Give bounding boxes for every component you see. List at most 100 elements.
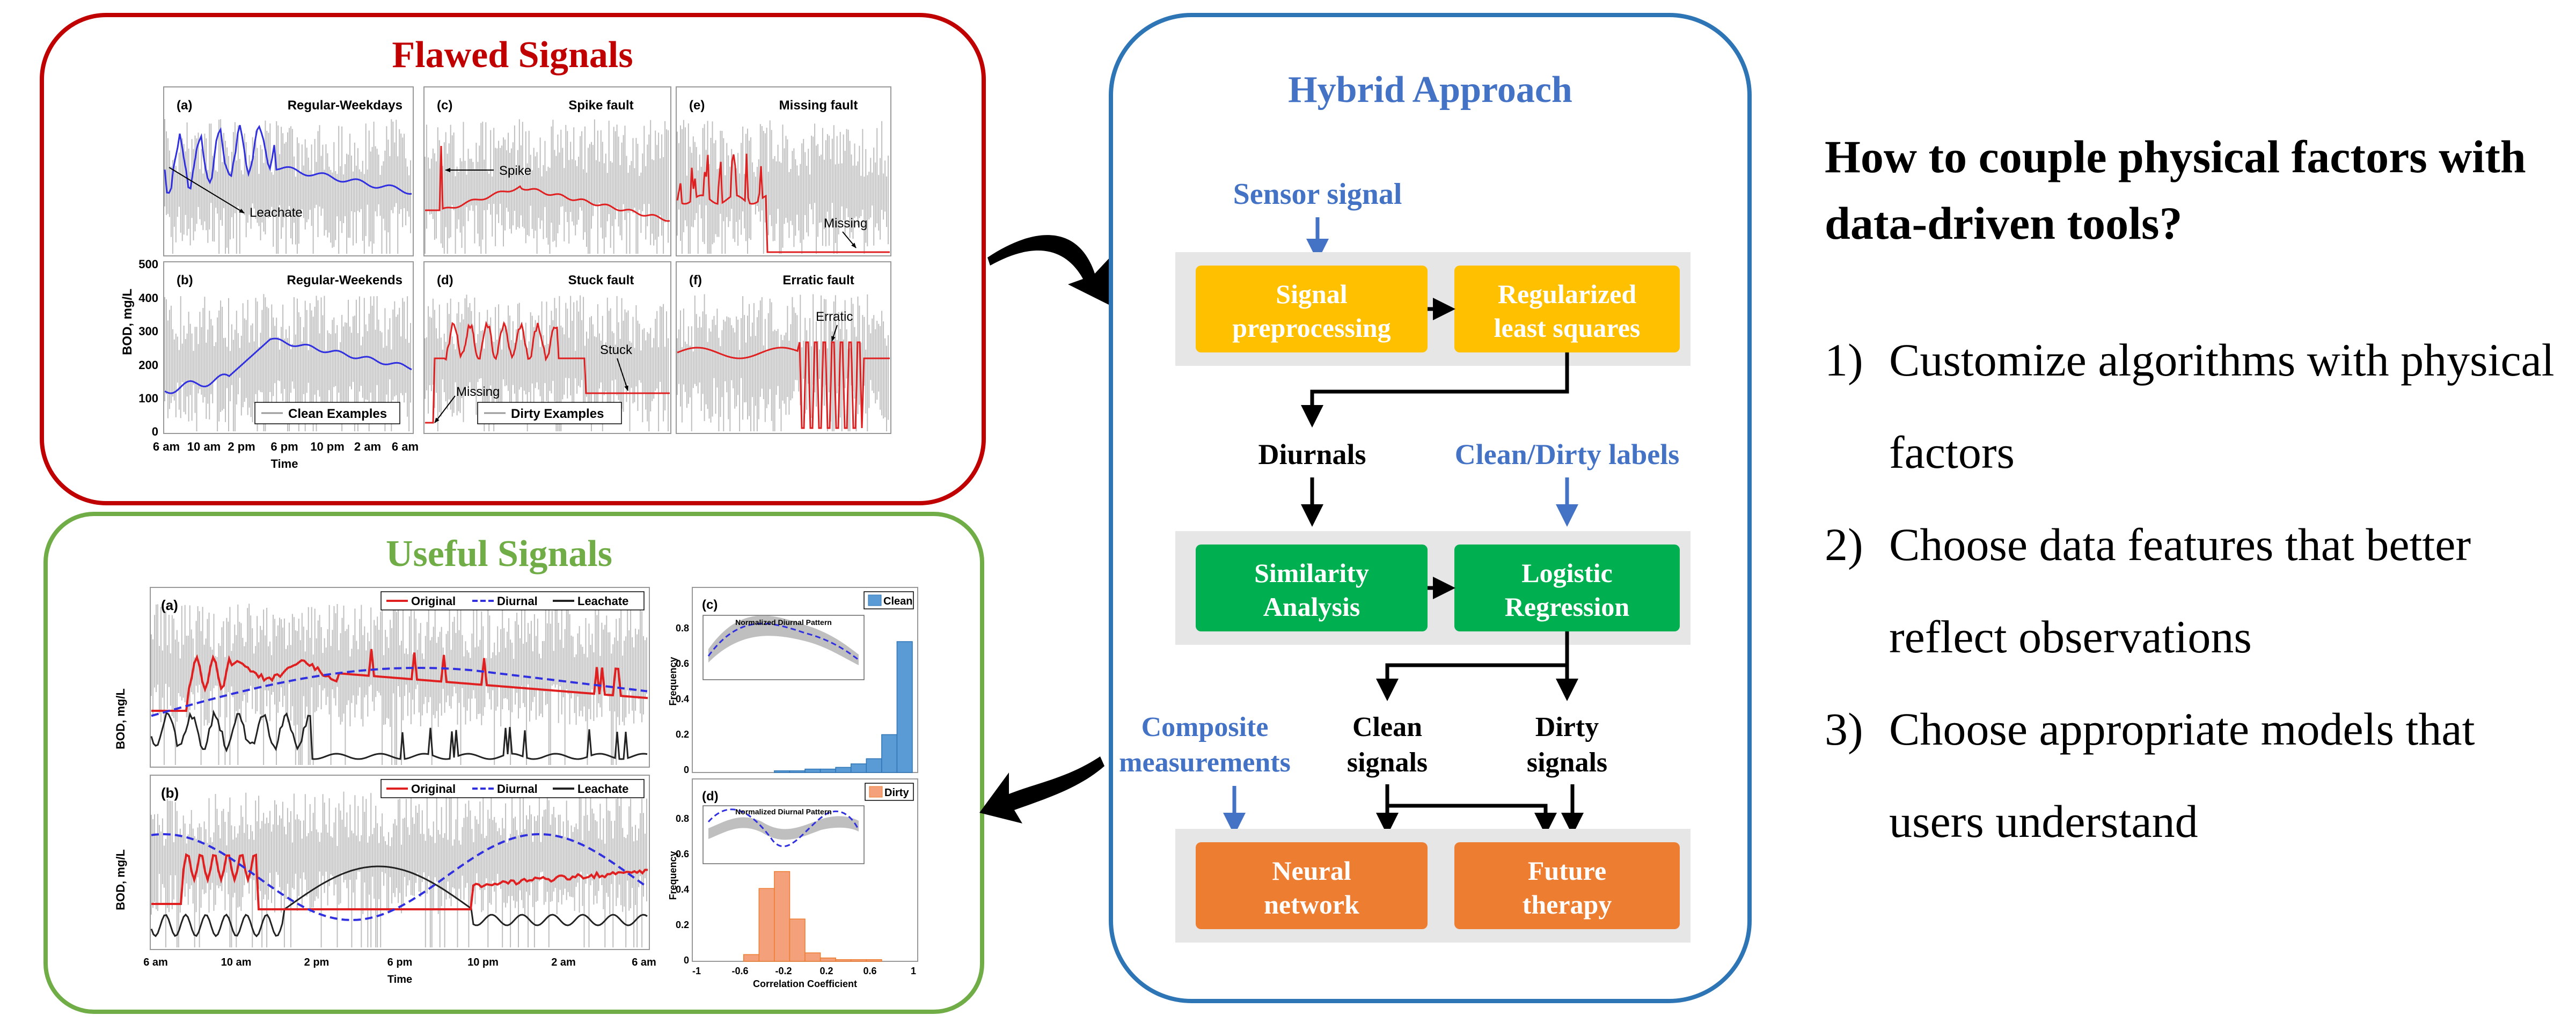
step-number: 1) bbox=[1825, 334, 1863, 386]
hist-ytick: 0.4 bbox=[676, 884, 689, 895]
weekend-signal-line bbox=[164, 337, 412, 394]
step-item: 2) Choose data features that better refle… bbox=[1825, 498, 2571, 683]
flow-arrow-left-icon bbox=[979, 756, 1104, 823]
subplot-tag: (a) bbox=[161, 597, 178, 613]
step-item: 1) Customize algorithms with physical fac… bbox=[1825, 314, 2571, 498]
flawed-subplot-f: (f) Erratic fault Erratic bbox=[676, 261, 891, 434]
box-line: Future bbox=[1528, 856, 1606, 886]
neural-network-box bbox=[1196, 842, 1428, 929]
useful-ylabel-b: BOD, mg/L bbox=[114, 849, 127, 910]
flawed-subplot-a: (a) Regular-Weekdays Leachate bbox=[163, 86, 414, 256]
subplot-title: Stuck fault bbox=[568, 273, 634, 288]
histogram-dirty: (d) Normalized Diurnal Pattern Dirty Fre… bbox=[668, 778, 918, 989]
leachate-line bbox=[150, 865, 648, 938]
flawed-ytick: 500 bbox=[138, 258, 158, 271]
flawed-ytick: 0 bbox=[152, 425, 158, 438]
diurnals-label: Diurnals bbox=[1258, 438, 1366, 470]
diurnal-line bbox=[151, 667, 648, 717]
histogram-bar bbox=[881, 734, 898, 773]
subplot-tag: (b) bbox=[161, 785, 179, 801]
dirty-signals-line: Dirty bbox=[1535, 712, 1599, 742]
noise-band bbox=[677, 120, 889, 254]
similarity-analysis-box bbox=[1196, 545, 1428, 631]
composite-measurements-line: measurements bbox=[1119, 747, 1291, 778]
hist-xtick: 1 bbox=[911, 966, 916, 976]
clean-dirty-labels: Clean/Dirty labels bbox=[1455, 438, 1679, 470]
hist-xtick: 0.2 bbox=[819, 966, 833, 976]
research-question: How to couple physical factors with data… bbox=[1825, 131, 2526, 249]
histogram-bar bbox=[743, 954, 760, 962]
legend-original: Original bbox=[411, 594, 456, 608]
flawed-signals-panel: Flawed Signals BOD, mg/L 500 400 300 200… bbox=[40, 13, 986, 505]
leachate-annotation: Leachate bbox=[250, 205, 303, 220]
histogram-bar bbox=[835, 767, 852, 773]
hist-xtick: 0.6 bbox=[863, 966, 876, 976]
histogram-bars bbox=[743, 871, 882, 962]
flawed-ytick: 200 bbox=[138, 358, 158, 372]
histogram-bar bbox=[835, 959, 852, 962]
useful-xtick: 6 pm bbox=[387, 957, 413, 968]
leachate-line bbox=[150, 709, 648, 760]
legend-dirty-label: Dirty Examples bbox=[511, 407, 604, 421]
histogram-bar bbox=[774, 770, 791, 773]
histogram-bar bbox=[850, 763, 867, 773]
subplot-tag: (d) bbox=[437, 273, 453, 288]
original-line bbox=[151, 853, 648, 910]
hist-ytick: 0.6 bbox=[676, 658, 689, 669]
hist-legend-dirty: Dirty bbox=[865, 783, 914, 801]
hybrid-title: Hybrid Approach bbox=[1288, 69, 1572, 111]
missing-signal-line bbox=[676, 153, 890, 253]
useful-title: Useful Signals bbox=[386, 533, 612, 575]
flawed-subplot-d: (d) Stuck fault Stuck Missing Dirty Exam… bbox=[423, 261, 671, 434]
future-therapy-box bbox=[1454, 842, 1680, 929]
useful-xtick: 10 pm bbox=[467, 957, 499, 968]
histogram-bar bbox=[819, 957, 836, 962]
box-line: Logistic bbox=[1521, 558, 1612, 588]
flawed-subplot-c: (c) Spike fault Spike bbox=[423, 86, 671, 256]
subplot-title: Erratic fault bbox=[782, 273, 854, 288]
missing-annotation: Missing bbox=[824, 216, 867, 231]
useful-xtick: 10 am bbox=[221, 957, 252, 968]
noise-band bbox=[425, 119, 669, 254]
noise-band bbox=[164, 119, 411, 254]
noise-trace bbox=[164, 119, 411, 254]
step-text: Choose appropriate models that users und… bbox=[1889, 703, 2475, 847]
useful-ylabel-a: BOD, mg/L bbox=[114, 688, 127, 749]
step-number: 2) bbox=[1825, 519, 1863, 570]
useful-xtick: 6 am bbox=[632, 957, 656, 968]
composite-measurements-line: Composite bbox=[1141, 712, 1269, 742]
weekday-signal-line bbox=[164, 124, 412, 195]
useful-signals-panel: Useful Signals BOD, mg/L BOD, mg/L (a) O… bbox=[43, 512, 984, 1014]
box-line: least squares bbox=[1494, 313, 1641, 343]
legend-dirty: Dirty bbox=[884, 787, 909, 799]
subplot-title: Regular-Weekends bbox=[287, 273, 402, 288]
hist-xtick: -1 bbox=[692, 966, 701, 976]
flawed-subplot-e: (e) Missing fault Missing bbox=[676, 86, 891, 256]
box-line: network bbox=[1264, 889, 1359, 919]
hist-xtick: -0.2 bbox=[775, 966, 792, 976]
spike-annotation: Spike bbox=[499, 164, 531, 178]
legend-original: Original bbox=[411, 782, 456, 796]
hist-ytick: 0 bbox=[684, 764, 689, 775]
steps-list: 1) Customize algorithms with physical fac… bbox=[1825, 314, 2571, 867]
noise-band bbox=[425, 295, 669, 431]
regularized-least-squares-box bbox=[1454, 266, 1680, 352]
hist-ytick: 0.8 bbox=[676, 623, 689, 634]
hist-ytick: 0.4 bbox=[676, 694, 689, 704]
box-line: Similarity bbox=[1254, 558, 1369, 588]
spike-signal-line bbox=[425, 145, 670, 222]
step-text: Customize algorithms with physical facto… bbox=[1889, 334, 2555, 478]
noise-band bbox=[164, 294, 411, 431]
flawed-xtick: 6 pm bbox=[270, 440, 298, 453]
useful-subplot-a: (a) Original Diurnal Leachate bbox=[150, 587, 650, 768]
step-text: Choose data features that better reflect… bbox=[1889, 519, 2471, 663]
legend-diurnal: Diurnal bbox=[497, 782, 538, 796]
histogram-bar bbox=[789, 918, 806, 962]
signal-preprocessing-box bbox=[1196, 266, 1428, 352]
subplot-title: Spike fault bbox=[568, 98, 633, 113]
flawed-title: Flawed Signals bbox=[392, 34, 633, 76]
legend-leachate: Leachate bbox=[577, 594, 628, 608]
histogram-bar bbox=[896, 641, 913, 773]
stuck-signal-line bbox=[425, 320, 670, 424]
inset-title: Normalized Diurnal Pattern bbox=[735, 618, 832, 627]
